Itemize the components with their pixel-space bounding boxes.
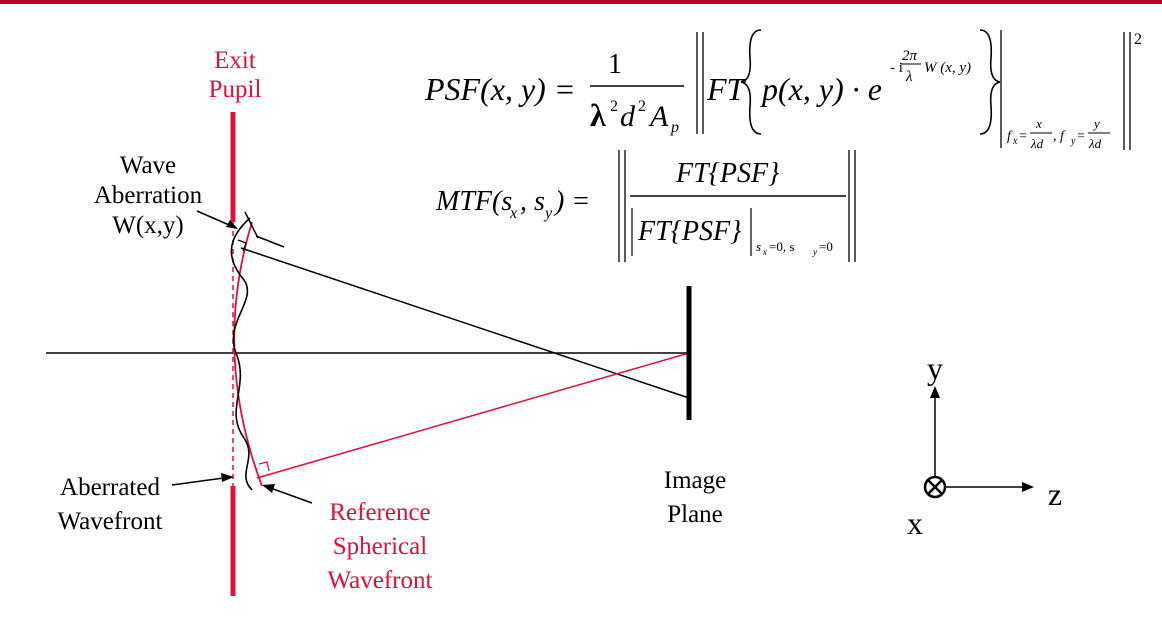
exit-pupil-label-line1: Exit <box>214 47 256 74</box>
aberrated-wavefront-arrowhead <box>221 473 234 482</box>
right-angle-mark-bottom <box>258 461 270 472</box>
mtf-lhs-sub-x: x <box>509 205 517 222</box>
mtf-lhs: MTF(s <box>435 186 512 217</box>
psf-eval-y: y <box>1092 116 1100 131</box>
psf-power: 2 <box>1134 31 1142 48</box>
wave-aberration-label-line2: Aberration <box>93 182 203 209</box>
aberrated-wavefront-label: Aberrated Wavefront <box>40 471 180 539</box>
aberration-tick-right <box>255 235 285 248</box>
image-plane-label: Image Plane <box>640 464 750 532</box>
mtf-denominator: FT{PSF} <box>637 216 741 247</box>
psf-den-lambda: λ <box>590 97 606 133</box>
psf-exp-num: 2π <box>902 48 918 64</box>
psf-equation: PSF(x, y) = 1 λ 2 d 2 A p FT p(x, y) · e… <box>424 29 1142 151</box>
wave-aberration-label-line1: Wave <box>119 152 177 179</box>
psf-exp-w: W (x, y) <box>924 60 971 76</box>
z-axis-label: z <box>1047 476 1063 512</box>
reference-wavefront-label-line2: Spherical <box>332 533 428 560</box>
wave-aberration-arrowhead <box>226 220 238 229</box>
mtf-eval-sub-x: x <box>762 247 767 257</box>
reference-wavefront-arrowhead <box>262 484 275 493</box>
y-axis-arrowhead <box>930 386 940 398</box>
aberrated-wavefront-label-line1: Aberrated <box>60 474 160 501</box>
psf-left-brace <box>740 29 762 135</box>
top-rule <box>0 0 1162 4</box>
reference-ray <box>256 352 690 479</box>
mtf-lhs-sub-y: y <box>543 205 553 222</box>
psf-eval-fx-sub: x <box>1012 136 1018 147</box>
aberrated-wavefront-label-line2: Wavefront <box>57 508 163 535</box>
reference-wavefront-label-line1: Reference <box>329 499 431 526</box>
psf-right-brace <box>979 29 1001 135</box>
y-axis-label: y <box>927 350 943 386</box>
psf-den-a-sub: p <box>670 119 679 136</box>
psf-eval-fy-sub: y <box>1070 136 1076 147</box>
aberration-extent-line <box>244 211 259 239</box>
psf-den-lambda-exp: 2 <box>610 98 618 115</box>
reference-wavefront-label: Reference Spherical Wavefront <box>305 496 455 598</box>
psf-eval-y-den: λd <box>1088 136 1102 151</box>
reference-wavefront-label-line3: Wavefront <box>327 567 433 594</box>
psf-eval-x-den: λd <box>1030 136 1044 151</box>
mtf-eval-s: s <box>756 239 761 254</box>
aberrated-wavefront <box>230 217 253 491</box>
right-angle-mark-top <box>237 239 247 252</box>
x-axis-cross-b <box>927 479 943 495</box>
psf-ft: FT <box>706 71 747 107</box>
z-axis-arrowhead <box>1022 482 1034 492</box>
aberrated-ray <box>240 247 690 399</box>
aberrated-wavefront-arrow <box>171 476 232 486</box>
psf-eval-x: x <box>1035 116 1042 131</box>
mtf-eval-sub-y: y <box>812 247 817 257</box>
mtf-equation: MTF(s x , s y ) = FT{PSF} FT{PSF} s x =0… <box>435 150 856 262</box>
psf-den-d-exp: 2 <box>638 98 646 115</box>
psf-lhs: PSF(x, y) = <box>424 71 575 107</box>
psf-eval-f: f <box>1007 129 1013 144</box>
mtf-lhs-end: ) = <box>553 186 590 217</box>
mtf-eval-mid: =0, s <box>769 239 794 254</box>
image-plane-label-line1: Image <box>663 467 727 494</box>
image-plane-label-line2: Plane <box>667 501 723 528</box>
psf-eval-sep: , f <box>1053 129 1066 144</box>
psf-exp-sign: - i <box>890 60 903 76</box>
wave-aberration-label-line3: W(x,y) <box>112 212 184 239</box>
psf-den-d: d <box>620 100 636 133</box>
wave-aberration-label: Wave Aberration W(x,y) <box>78 151 218 241</box>
psf-arg: p(x, y) · e <box>760 71 882 107</box>
psf-eval-eq-x: = <box>1019 129 1027 144</box>
mtf-numerator: FT{PSF} <box>675 158 779 189</box>
mtf-eval-end: =0 <box>819 239 833 254</box>
psf-numerator: 1 <box>608 49 622 80</box>
psf-eval-eq-y: = <box>1077 129 1085 144</box>
reference-spherical-wavefront <box>233 221 263 487</box>
psf-exp-den: λ <box>905 69 913 85</box>
exit-pupil-label: Exit Pupil <box>195 46 275 104</box>
psf-den-a: A <box>648 100 669 133</box>
x-axis-label: x <box>907 505 923 541</box>
mtf-lhs-mid: , s <box>520 186 545 217</box>
exit-pupil-label-line2: Pupil <box>208 76 262 103</box>
